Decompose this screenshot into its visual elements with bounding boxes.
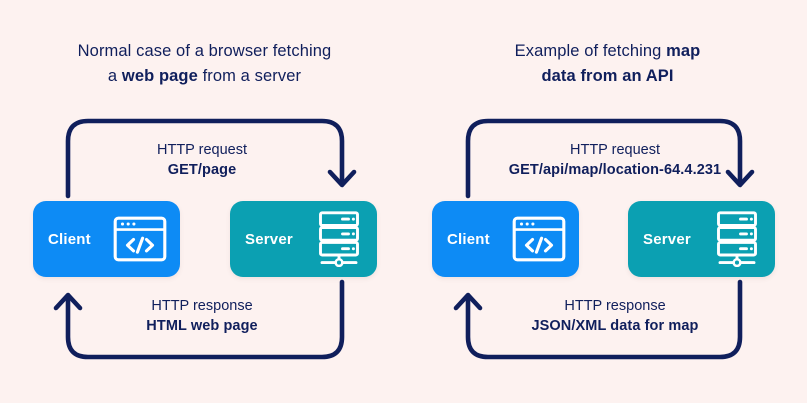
caption-response-right-label: HTTP response [564, 298, 666, 314]
caption-response-right-value: JSON/XML data for map [531, 318, 699, 334]
panel-title-right-line1-plain: Example of fetching [514, 42, 667, 60]
panel-title-left-line1: Normal case of a browser fetching [77, 42, 332, 60]
panel-title-left-line2-bold: web page [121, 67, 198, 85]
node-server-right[interactable]: Server [628, 201, 775, 277]
panel-title-right: Example of fetching map data from an API [420, 39, 795, 89]
server-rack-icon [312, 211, 364, 268]
caption-response-left: HTTP response HTML web page [92, 296, 312, 336]
caption-request-right-label: HTTP request [570, 142, 660, 158]
arrowhead-request-left [327, 169, 357, 188]
panel-title-left-line2-pre: a [107, 67, 122, 85]
panel-title-left: Normal case of a browser fetching a web … [17, 39, 392, 89]
browser-code-icon [512, 216, 566, 262]
node-server-left[interactable]: Server [230, 201, 377, 277]
caption-request-right: HTTP request GET/api/map/location-64.4.2… [455, 140, 775, 180]
caption-request-left-label: HTTP request [157, 142, 247, 158]
node-client-left[interactable]: Client [33, 201, 180, 277]
caption-response-left-label: HTTP response [151, 298, 253, 314]
caption-request-right-value: GET/api/map/location-64.4.231 [508, 162, 722, 178]
node-server-right-label: Server [643, 230, 691, 248]
caption-request-left: HTTP request GET/page [92, 140, 312, 180]
caption-response-right: HTTP response JSON/XML data for map [455, 296, 775, 336]
node-client-right[interactable]: Client [432, 201, 579, 277]
node-client-right-label: Client [447, 230, 490, 248]
server-rack-icon [710, 211, 762, 268]
arrowhead-response-left [53, 292, 83, 311]
node-client-left-label: Client [48, 230, 91, 248]
browser-code-icon [113, 216, 167, 262]
panel-title-right-line1-bold: map [666, 42, 701, 60]
caption-request-left-value: GET/page [167, 162, 237, 178]
panel-title-left-line2-post: from a server [197, 67, 302, 85]
caption-response-left-value: HTML web page [146, 318, 258, 334]
panel-title-right-line2-bold: data from an API [541, 67, 674, 85]
node-server-left-label: Server [245, 230, 293, 248]
